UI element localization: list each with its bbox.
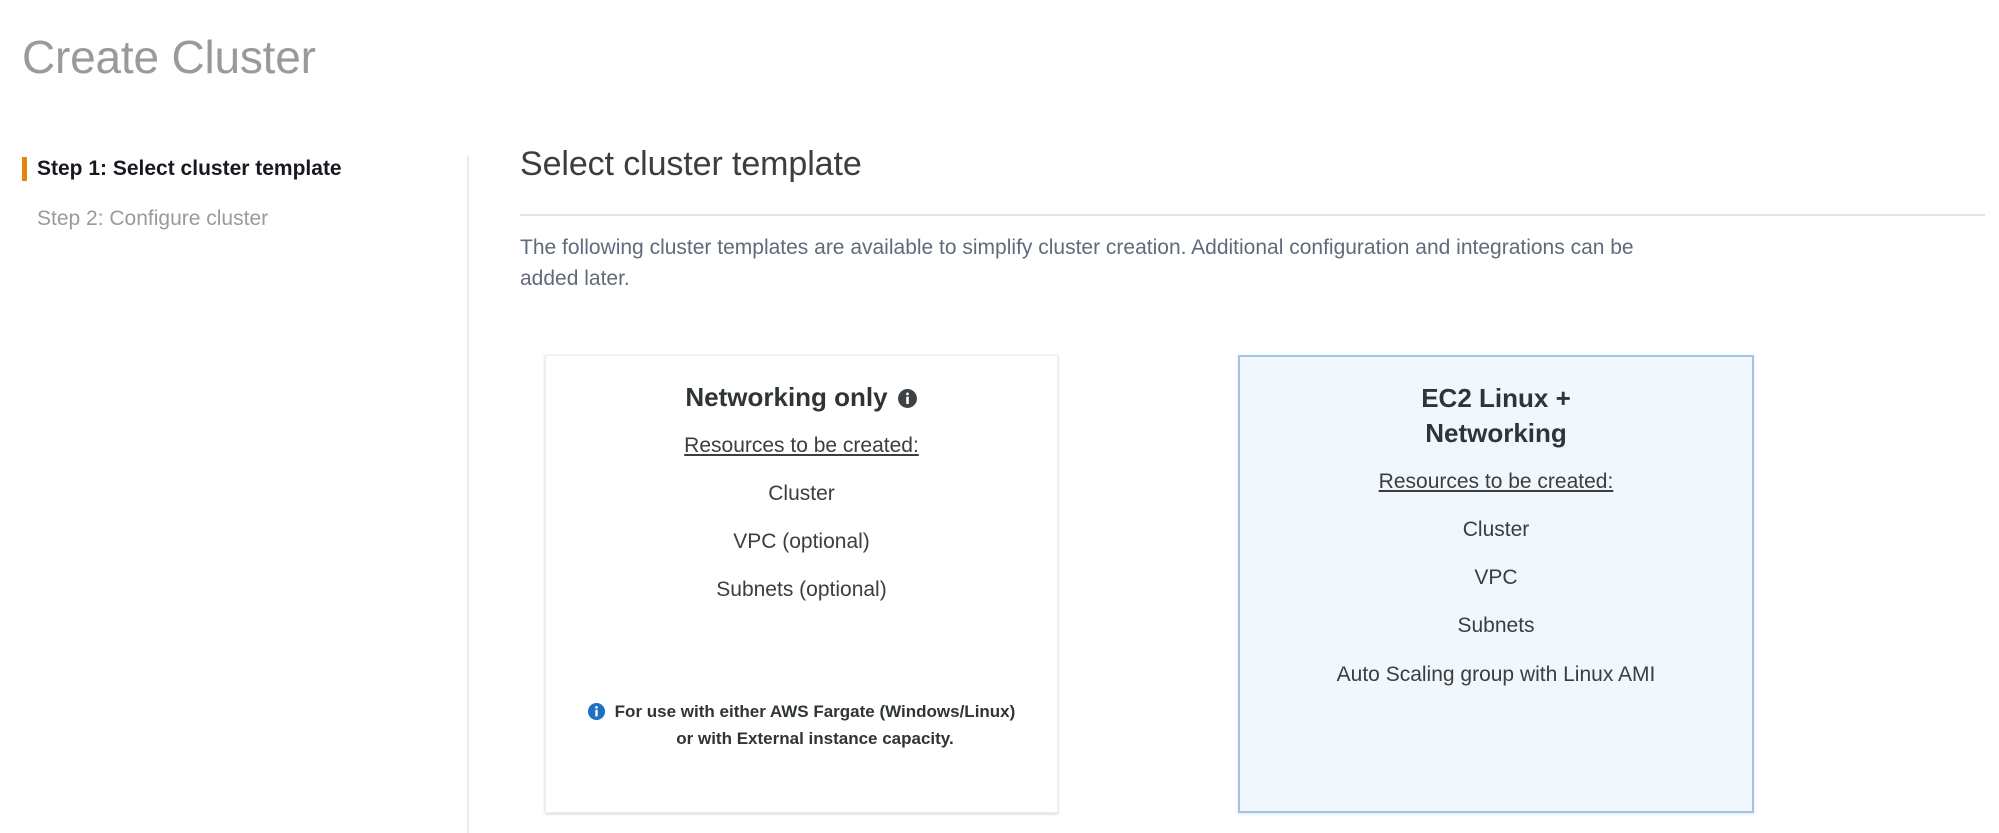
resource-item: Cluster [768, 482, 835, 505]
resource-list: Cluster VPC Subnets Auto Scaling group w… [1262, 494, 1730, 687]
card-title: EC2 Linux + Networking [1366, 381, 1626, 451]
info-circle-icon [587, 702, 606, 721]
card-title-text: EC2 Linux + Networking [1421, 383, 1571, 448]
section-description: The following cluster templates are avai… [520, 236, 1634, 290]
cluster-template-card-list: Networking only Resources to be created:… [545, 355, 1999, 825]
resource-item: VPC [1474, 566, 1518, 590]
sidebar-step-2-configure-cluster[interactable]: Step 2: Configure cluster [22, 206, 268, 232]
page-title: Create Cluster [22, 31, 316, 83]
sidebar-step-2-label: Step 2: Configure cluster [37, 207, 269, 230]
resource-item: Subnets [1457, 614, 1535, 638]
sidebar-divider [467, 156, 469, 833]
info-circle-icon[interactable] [897, 388, 918, 409]
resource-item: Subnets (optional) [716, 578, 887, 602]
card-note-text: For use with either AWS Fargate (Windows… [614, 702, 1016, 748]
wizard-step-sidebar: Step 1: Select cluster template Step 2: … [0, 142, 469, 833]
main-content: Select cluster template The following cl… [520, 142, 1999, 833]
card-title-text: Networking only [685, 382, 888, 412]
resource-item: Cluster [1462, 518, 1530, 541]
card-note: For use with either AWS Fargate (Windows… [587, 698, 1017, 794]
sidebar-step-1-select-cluster-template[interactable]: Step 1: Select cluster template [22, 156, 342, 182]
cluster-template-card-ec2-linux-networking[interactable]: EC2 Linux + Networking Resources to be c… [1238, 355, 1754, 813]
section-title: Select cluster template [520, 145, 862, 183]
card-title: Networking only [685, 380, 917, 415]
section-title-divider [520, 214, 1985, 216]
resources-to-be-created-label: Resources to be created: [684, 434, 919, 457]
sidebar-step-1-label: Step 1: Select cluster template [37, 157, 342, 180]
resource-item: VPC (optional) [733, 530, 870, 554]
resource-item: Auto Scaling group with Linux AMI [1336, 662, 1656, 686]
create-cluster-wizard: Step 1: Select cluster template Step 2: … [0, 142, 1999, 833]
resources-to-be-created-label: Resources to be created: [1378, 470, 1614, 493]
cluster-template-card-networking-only[interactable]: Networking only Resources to be created:… [545, 355, 1058, 813]
resource-list: Cluster VPC (optional) Subnets (optional… [568, 458, 1035, 603]
active-step-marker [22, 157, 27, 181]
